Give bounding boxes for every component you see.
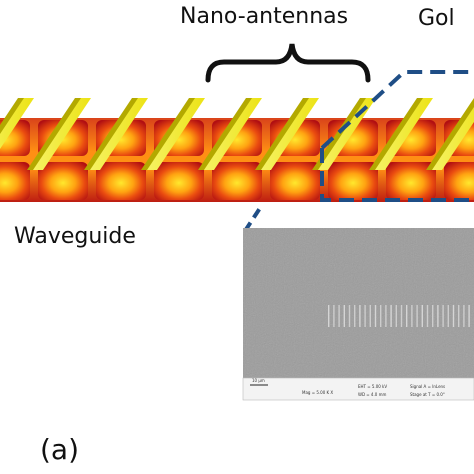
- nano-antenna: [369, 98, 433, 170]
- waveguide-label: Waveguide: [14, 224, 136, 249]
- sem-bar: [364, 305, 366, 327]
- sem-bar: [442, 305, 444, 327]
- nano-antennas-label: Nano-antennas: [180, 4, 349, 29]
- sem-bar: [447, 305, 449, 327]
- sem-bar: [411, 305, 413, 327]
- sem-bar: [354, 305, 356, 327]
- sem-footer-1: EHT = 5.00 kV: [358, 384, 387, 389]
- mode-cell-bottom: [0, 162, 30, 200]
- sem-footer-2: WD = 4.0 mm: [358, 392, 386, 397]
- sem-info-bar: [242, 377, 474, 401]
- mode-cell-bottom: [96, 162, 146, 200]
- sem-scale-label: 10 µm: [252, 378, 265, 383]
- sem-bar: [458, 305, 460, 327]
- sem-bar: [390, 305, 392, 327]
- nano-antenna: [84, 98, 148, 170]
- mode-cell-bottom: [154, 162, 204, 200]
- mode-cell-bottom: [38, 162, 88, 200]
- sem-bar: [468, 305, 470, 327]
- nano-antenna: [27, 98, 91, 170]
- sem-bar: [463, 305, 465, 327]
- sem-bar: [406, 305, 408, 327]
- mode-cell-bottom: [270, 162, 320, 200]
- sem-bar: [432, 305, 434, 327]
- sem-bar: [328, 305, 330, 327]
- sem-bar: [374, 305, 377, 327]
- sem-bar: [338, 305, 340, 327]
- sem-footer-4: Stage at T = 0.0°: [410, 392, 445, 397]
- sem-bar: [400, 305, 403, 327]
- nano-antenna: [255, 98, 319, 170]
- sem-bar: [385, 305, 387, 327]
- sem-bar: [452, 305, 455, 327]
- sem-bar: [359, 305, 361, 327]
- sem-image: 10 µm Mag = 5.00 K X EHT = 5.00 kV WD = …: [242, 228, 474, 401]
- brace: [205, 43, 371, 83]
- nano-antenna: [426, 98, 474, 170]
- mode-cell-bottom: [212, 162, 262, 200]
- panel-label: (a): [40, 433, 80, 466]
- mode-cell-bottom: [328, 162, 378, 200]
- nano-antenna: [198, 98, 262, 170]
- zoom-callout-link: [243, 203, 264, 233]
- sem-antenna-bars: [328, 305, 470, 327]
- mode-cell-bottom: [386, 162, 436, 200]
- sem-bar: [380, 305, 382, 327]
- sem-bar: [348, 305, 351, 327]
- sem-bar: [416, 305, 418, 327]
- sem-bar: [333, 305, 335, 327]
- zoom-callout-outline: [320, 70, 474, 150]
- sem-bar: [426, 305, 429, 327]
- gold-label: Gol: [418, 6, 455, 31]
- sem-footer-3: Signal A = InLens: [410, 384, 445, 389]
- sem-bar: [395, 305, 397, 327]
- sem-bar: [343, 305, 345, 327]
- nano-antenna-array: [0, 98, 474, 170]
- sem-bar: [437, 305, 439, 327]
- sem-bar: [421, 305, 423, 327]
- sem-bar: [369, 305, 371, 327]
- nano-antenna: [0, 98, 34, 149]
- zoom-callout-box: [320, 148, 474, 202]
- mode-cell-bottom: [444, 162, 474, 200]
- sem-footer-0: Mag = 5.00 K X: [302, 390, 333, 395]
- nano-antenna: [141, 98, 205, 170]
